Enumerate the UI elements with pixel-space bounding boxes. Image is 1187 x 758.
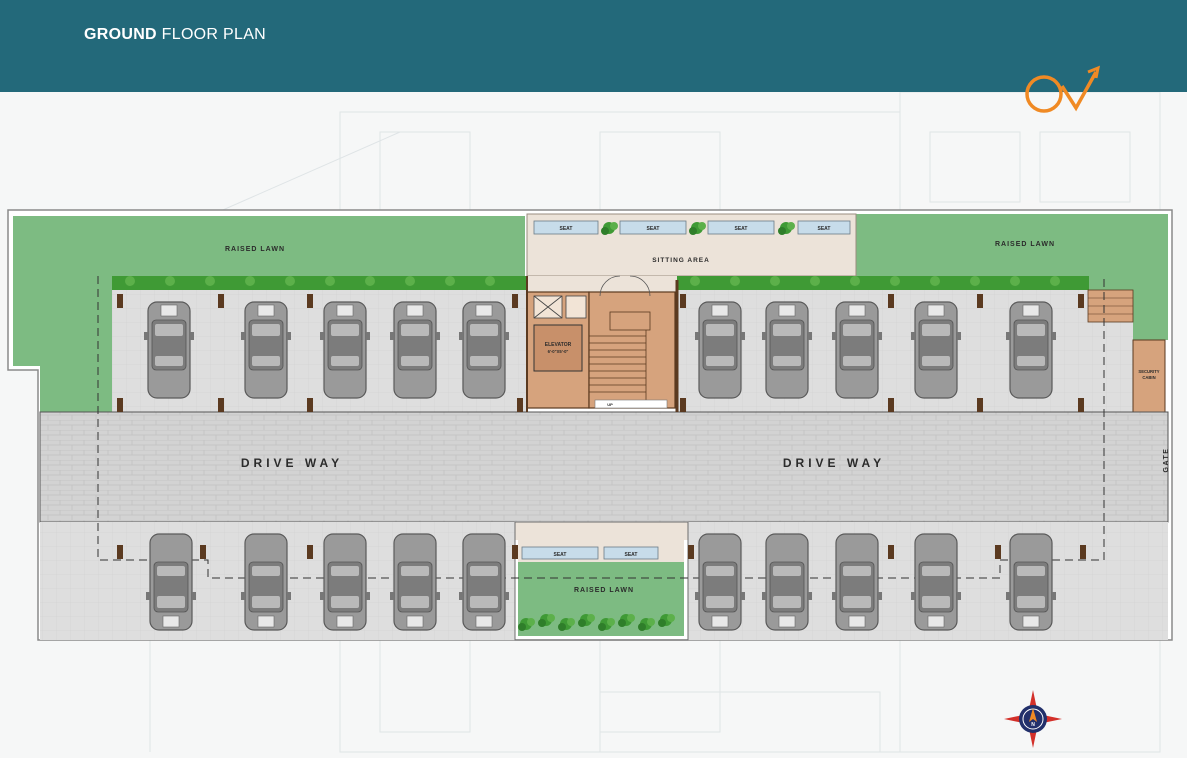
- page-title-rest: FLOOR PLAN: [156, 26, 267, 43]
- elevator-label: ELEVATOR: [545, 342, 572, 348]
- elevator-size-label: 6'-0"X5'-0": [548, 349, 569, 354]
- drive-way-left-label: DRIVE WAY: [241, 456, 343, 470]
- parked-car-top-2: [240, 301, 292, 399]
- page-title-bold: GROUND: [84, 26, 157, 43]
- parked-car-top-9: [910, 301, 962, 399]
- parked-car-top-3: [319, 301, 371, 399]
- parked-car-bottom-4: [390, 534, 440, 630]
- security-label-2: CABIN: [1142, 375, 1155, 380]
- sitting-area-label: SITTING AREA: [652, 257, 710, 264]
- driveway: [39, 411, 1169, 523]
- parked-car-top-4: [389, 301, 441, 399]
- parked-car-top-10: [1005, 301, 1057, 399]
- parked-car-bottom-1: [146, 534, 196, 630]
- gate-label: GATE: [1163, 448, 1170, 473]
- brand-logo-icon: [1025, 65, 1101, 113]
- security-label-1: SECURITY: [1138, 369, 1159, 374]
- header-bar: GROUND FLOOR PLAN: [0, 0, 1187, 92]
- raised-lawn-left-label: RAISED LAWN: [225, 246, 285, 253]
- seat-label-1: SEAT: [560, 226, 573, 232]
- raised-lawn-left: [13, 216, 525, 412]
- parked-car-bottom-5: [459, 534, 509, 630]
- page-title: GROUND FLOOR PLAN: [84, 26, 266, 44]
- parked-car-top-8: [831, 301, 883, 399]
- parked-car-top-5: [458, 301, 510, 399]
- parked-car-bottom-10: [1006, 534, 1056, 630]
- parked-car-top-6: [694, 301, 746, 399]
- compass-north-label: N: [1031, 722, 1035, 728]
- seat-label-4: SEAT: [818, 226, 831, 232]
- seat-label-2: SEAT: [647, 226, 660, 232]
- parked-car-bottom-8: [832, 534, 882, 630]
- drive-way-right-label: DRIVE WAY: [783, 456, 885, 470]
- seat-label-6: SEAT: [625, 552, 638, 558]
- raised-lawn-right: [856, 214, 1168, 276]
- raised-lawn-bottom-label: RAISED LAWN: [574, 587, 634, 594]
- parked-car-bottom-3: [320, 534, 370, 630]
- parked-car-bottom-7: [762, 534, 812, 630]
- stair-up-label: UP: [607, 402, 613, 407]
- parked-car-top-7: [761, 301, 813, 399]
- parked-car-bottom-6: [695, 534, 745, 630]
- parked-car-bottom-2: [241, 534, 291, 630]
- parked-car-bottom-9: [911, 534, 961, 630]
- seat-label-3: SEAT: [735, 226, 748, 232]
- compass-icon: N: [1004, 690, 1062, 748]
- security-cabin: [1132, 339, 1166, 413]
- seat-label-5: SEAT: [554, 552, 567, 558]
- parked-car-top-1: [143, 301, 195, 399]
- raised-lawn-right-label: RAISED LAWN: [995, 241, 1055, 248]
